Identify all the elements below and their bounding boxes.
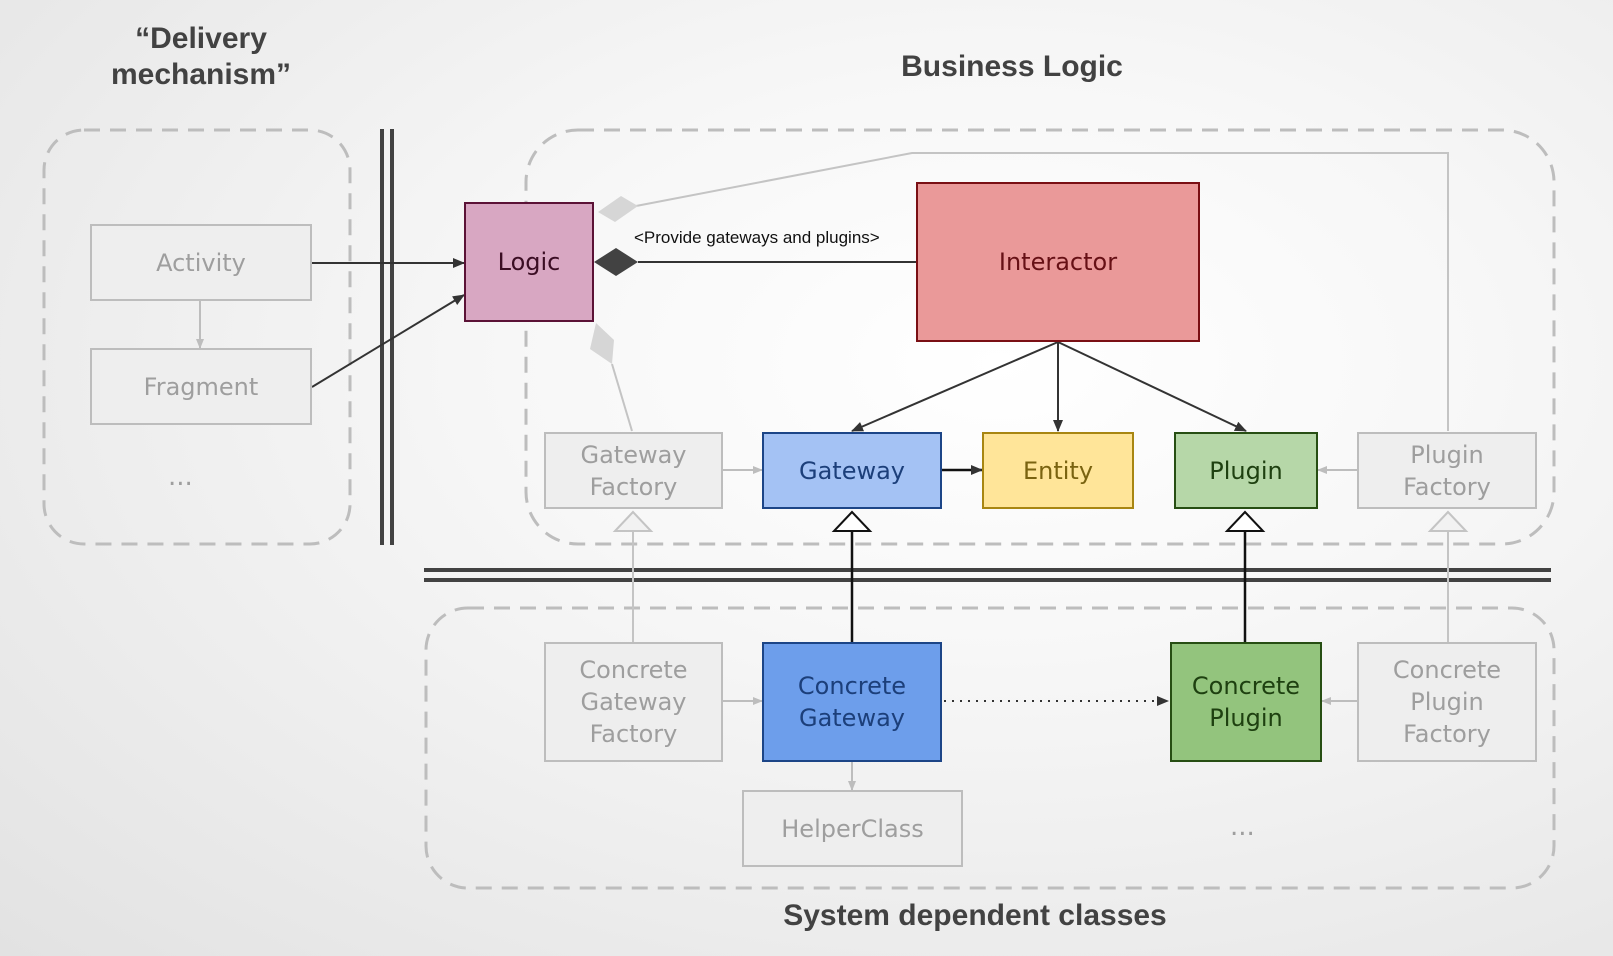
- interactor-plugin-arrow: [1057, 341, 1247, 432]
- plugin-inheritance-triangle: [1224, 510, 1266, 532]
- plugin-factory-box[interactable]: Plugin Factory: [1357, 432, 1537, 509]
- activity-box[interactable]: Activity: [90, 224, 312, 301]
- system-region: [424, 606, 1556, 890]
- gateway-factory-box[interactable]: Gateway Factory: [544, 432, 723, 509]
- plugin-factory-logic-line: [635, 152, 1449, 431]
- interactor-gateway-arrow: [851, 341, 1059, 432]
- concrete-plugin-factory-box[interactable]: Concrete Plugin Factory: [1357, 642, 1537, 762]
- gateway-factory-aggregation-diamond: [590, 323, 614, 364]
- logic-composition-diamond: [594, 248, 638, 276]
- helper-class-box[interactable]: HelperClass: [742, 790, 963, 867]
- delivery-heading-line2: mechanism”: [110, 58, 292, 91]
- fragment-box[interactable]: Fragment: [90, 348, 312, 425]
- delivery-heading-line1: “Delivery: [135, 22, 267, 55]
- fragment-logic-arrow: [311, 294, 465, 388]
- gateway-inheritance-triangle: [831, 510, 873, 532]
- concrete-gateway-box[interactable]: Concrete Gateway: [762, 642, 942, 762]
- plugin-box[interactable]: Plugin: [1174, 432, 1318, 509]
- interactor-box[interactable]: Interactor: [916, 182, 1200, 342]
- system-ellipsis: ...: [1230, 812, 1255, 842]
- business-logic-heading: Business Logic: [901, 50, 1123, 83]
- provide-gateways-plugins-label: <Provide gateways and plugins>: [634, 228, 880, 247]
- delivery-region: [42, 128, 352, 546]
- entity-box[interactable]: Entity: [982, 432, 1134, 509]
- logic-box[interactable]: Logic: [464, 202, 594, 322]
- plugin-factory-aggregation-diamond: [598, 196, 638, 222]
- concrete-gateway-factory-box[interactable]: Concrete Gateway Factory: [544, 642, 723, 762]
- delivery-ellipsis: ...: [168, 462, 193, 492]
- delivery-heading: “Delivery mechanism”: [90, 21, 312, 93]
- gateway-factory-inheritance-triangle: [612, 510, 654, 532]
- plugin-factory-inheritance-triangle: [1427, 510, 1469, 532]
- gateway-box[interactable]: Gateway: [762, 432, 942, 509]
- concrete-plugin-box[interactable]: Concrete Plugin: [1170, 642, 1322, 762]
- system-classes-heading: System dependent classes: [783, 899, 1167, 932]
- business-region: [524, 128, 1556, 546]
- gateway-factory-logic-line: [611, 363, 633, 432]
